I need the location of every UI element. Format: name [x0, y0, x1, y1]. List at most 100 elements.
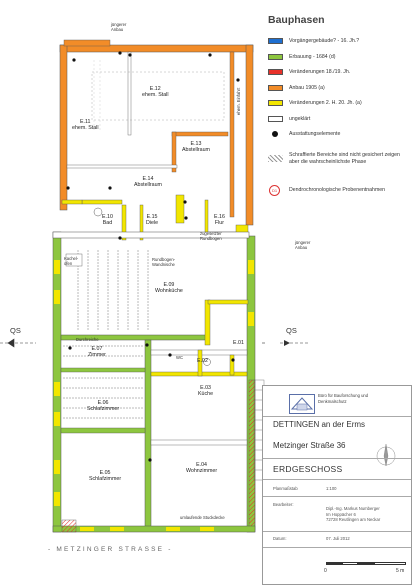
legend-row-phase-2: Erbauung - 1684 (d) — [264, 50, 412, 66]
author-name: Dipl.-Ing. Markus Numberger Im Hoppächer… — [326, 506, 406, 523]
author-address-1: Im Hoppächer 6 — [326, 511, 356, 517]
legend-swatch-white — [268, 115, 283, 122]
legend-swatch-orange — [268, 84, 283, 91]
floor-plan — [0, 39, 265, 533]
legend-row-features: Ausstattungselemente — [264, 127, 412, 143]
anno-rundbogen-2: Rundbogen-Wandnische — [152, 257, 176, 267]
room-e09-id: E.09 — [163, 282, 175, 288]
legend-label: Veränderungen 18./19. Jh. — [289, 69, 351, 75]
scale-bar — [326, 562, 406, 565]
scale-seg — [358, 562, 374, 565]
street-name: - METZINGER STRASSE - — [48, 546, 173, 553]
room-e03-id: E.03 — [200, 385, 211, 391]
date-label: Datum: — [273, 536, 287, 541]
legend-hatch-text: Schraffierte Bereiche sind nicht gesiche… — [289, 152, 400, 165]
legend-swatch-green — [268, 53, 283, 60]
room-e02-id: E.02 — [197, 358, 208, 364]
room-e11-name: ehem. Stall — [72, 125, 99, 132]
author-name-text: Dipl.-Ing. Markus Numberger — [326, 506, 380, 511]
divider — [263, 479, 411, 480]
room-e14-name: Abstellraum — [134, 182, 162, 189]
anno-anbau-top: jüngerer Anbau — [111, 22, 127, 32]
room-e12: E.12 ehem. Stall — [142, 86, 169, 98]
room-e10-name: Bad — [102, 220, 113, 227]
title-block: Büro für Bauforschung und Denkmalschutz … — [262, 385, 412, 585]
ceiling-beams — [63, 250, 149, 419]
legend-title: Bauphasen — [268, 14, 325, 26]
room-e16-id: E.16 — [214, 214, 225, 220]
legend-label: Erbauung - 1684 (d) — [289, 53, 336, 60]
legend-label: Vorgängergebäude? - 16. Jh.? — [289, 38, 360, 44]
room-e11-id: E.11 — [79, 119, 91, 125]
anno-anbau-right: jüngerer Anbau — [295, 240, 311, 250]
room-e04-id: E.04 — [196, 462, 207, 468]
legend-label: Veränderungen 2. H. 20. Jh. (a) — [289, 100, 362, 106]
kachelofen-block — [65, 253, 83, 267]
room-e15: E.15 Diele — [146, 214, 158, 226]
floor-title: ERDGESCHOSS — [273, 464, 343, 474]
room-e15-name: Diele — [146, 220, 159, 227]
room-e04-name: Wohnzimmer — [186, 468, 218, 475]
logo-icon — [290, 397, 314, 411]
legend-dendro-note: Dendrochronologische Probenentnahmen — [289, 187, 386, 193]
main-house-walls — [52, 231, 256, 533]
scale-start: 0 — [324, 568, 327, 574]
place-title: DETTINGEN an der Erms — [273, 420, 366, 429]
anno-rundbogen-1: zugesetzter Rundbogen — [200, 231, 222, 241]
legend-row-phase-3: Veränderungen 18./19. Jh. — [264, 65, 412, 81]
scale-end: 5 m — [396, 568, 405, 574]
room-e05-id: E.05 — [99, 470, 111, 476]
legend-row-phase-5: Veränderungen 2. H. 20. Jh. (a) — [264, 96, 412, 112]
legend-swatch-blue — [268, 38, 283, 44]
legend-hatch-swatch — [268, 155, 283, 162]
room-e13-name: Abstellraum — [182, 147, 210, 154]
scale-value: 1:100 — [326, 486, 337, 491]
room-e16-name: Flur — [214, 220, 225, 227]
divider — [263, 531, 411, 532]
room-e01: E.01 — [233, 340, 244, 346]
legend-row-unclear: ungeklärt — [264, 112, 412, 128]
anno-wc: WC — [176, 355, 183, 360]
divider — [263, 496, 411, 497]
legend-row-phase-1: Vorgängergebäude? - 16. Jh.? — [264, 34, 412, 50]
room-e06-name: Schlafzimmer — [87, 406, 120, 413]
room-e06-id: E.06 — [97, 400, 109, 406]
legend-swatch-yellow — [268, 100, 283, 106]
divider — [263, 547, 411, 548]
author-label: Bearbeiter: — [273, 502, 294, 507]
room-e01-id: E.01 — [233, 340, 244, 346]
legend-label: ungeklärt — [289, 115, 311, 122]
room-e05: E.05 Schlafzimmer — [89, 470, 121, 482]
scale-label: Planmaßstab — [273, 486, 298, 491]
scale-seg — [342, 562, 358, 565]
section-mark-left: QS — [10, 326, 21, 335]
room-e02: E.02 — [197, 358, 208, 364]
logo-text: Büro für Bauforschung und Denkmalschutz — [318, 393, 369, 404]
anno-stuckdecke: umlaufende Stuckdecke — [180, 515, 225, 520]
section-arrow-right — [280, 340, 310, 346]
north-arrow-icon — [376, 443, 396, 467]
legend: Vorgängergebäude? - 16. Jh.? Erbauung - … — [264, 34, 412, 143]
room-e05-name: Schlafzimmer — [89, 476, 122, 483]
dendro-ring-icon: D1 — [269, 185, 280, 196]
room-e10: E.10 Bad — [102, 214, 113, 226]
room-e16: E.16 Flur — [214, 214, 225, 226]
date-value: 07. Juli 2012 — [326, 536, 350, 541]
divider — [263, 416, 411, 417]
room-e14: E.14 Abstellraum — [134, 176, 162, 188]
scale-seg — [326, 562, 342, 565]
legend-swatch-red — [268, 69, 283, 75]
feature-dots — [66, 51, 240, 462]
room-e12-name: ehem. Stall — [142, 92, 169, 99]
room-e07-name: Zimmer — [88, 352, 106, 359]
room-e13-id: E.13 — [190, 141, 202, 147]
author-address-2: 72728 Reutlingen am Neckar — [326, 517, 381, 522]
legend-label: Anbau 1905 (a) — [289, 84, 325, 91]
section-mark-right: QS — [286, 326, 297, 335]
room-e10-id: E.10 — [102, 214, 113, 220]
legend-row-phase-4: Anbau 1905 (a) — [264, 81, 412, 97]
room-e09-name: Wohnküche — [155, 288, 183, 295]
room-e04: E.04 Wohnzimmer — [186, 462, 217, 474]
feature-dot-icon — [272, 131, 278, 137]
address-title: Metzinger Straße 36 — [273, 441, 346, 450]
